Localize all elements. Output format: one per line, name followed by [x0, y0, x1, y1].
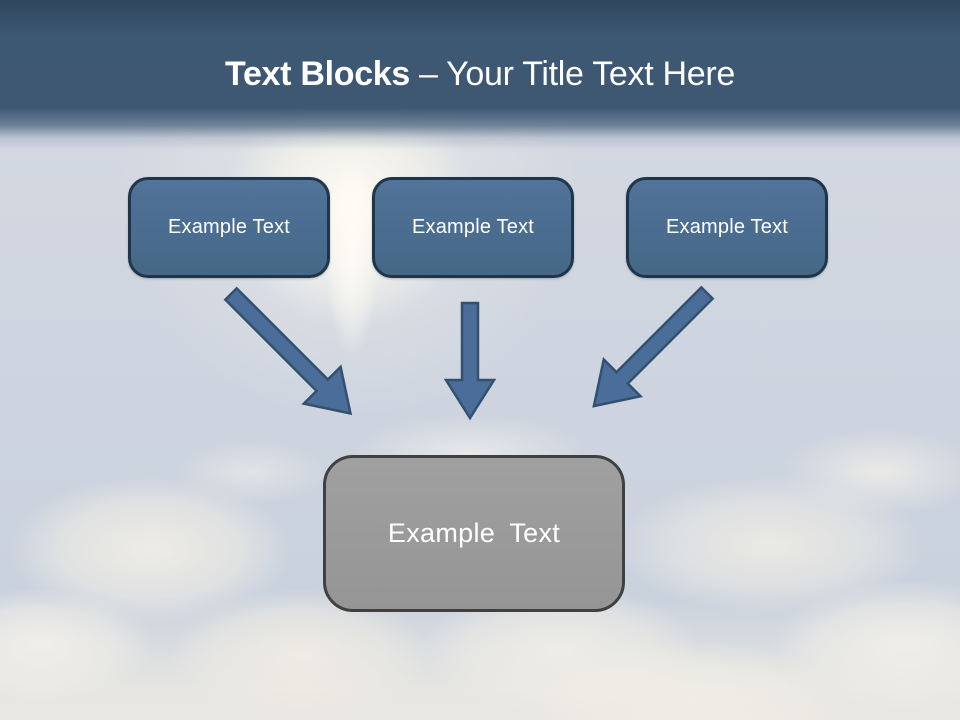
- text-block-3: Example Text: [626, 177, 828, 278]
- summary-block-label: Example Text: [387, 518, 561, 548]
- text-block-2-label: Example Text: [411, 216, 535, 238]
- slide-title: Text Blocks– Your Title Text Here: [0, 52, 960, 96]
- text-block-1-label: Example Text: [167, 216, 291, 238]
- text-block-3-label: Example Text: [665, 216, 789, 238]
- title-banner: [0, 0, 960, 150]
- title-bold-text: Text Blocks: [225, 55, 411, 93]
- title-regular-text: – Your Title Text Here: [419, 55, 735, 93]
- text-block-2: Example Text: [372, 177, 574, 278]
- text-block-1: Example Text: [128, 177, 330, 278]
- summary-block: Example Text: [323, 455, 625, 612]
